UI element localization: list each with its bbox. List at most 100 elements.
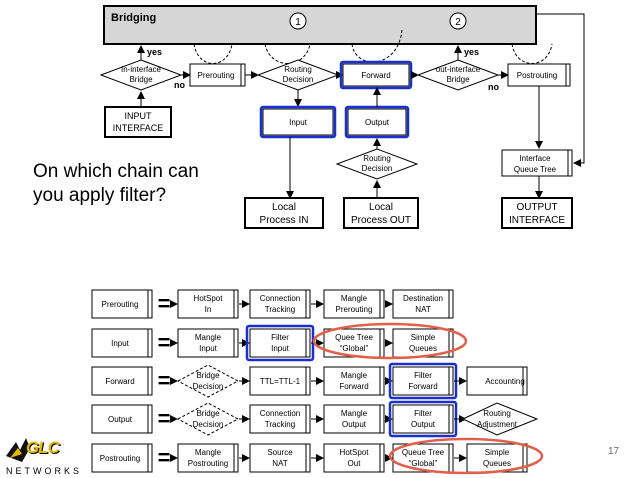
no-label-2: no: [488, 82, 499, 92]
local-process-in-box: [244, 197, 324, 229]
chain-label-input: Input: [111, 339, 130, 348]
chain-item-3-4-line1: Routing: [483, 409, 511, 418]
equals-sign: =: [158, 330, 171, 355]
input-box: [262, 108, 334, 136]
chain-label-prerouting: Prerouting: [102, 300, 139, 309]
local-process-out-label-1: Local: [369, 202, 393, 213]
input-interface-box: [104, 106, 172, 138]
output-box: [347, 108, 407, 136]
routing-decision-lower-label-2: Decision: [362, 164, 393, 173]
chain-item-4-0-line2: Postrouting: [188, 459, 228, 468]
routing-decision-label-2: Decision: [283, 75, 314, 84]
chain-diamond-3-4: [461, 402, 539, 436]
output-interface-label-1: OUTPUT: [516, 202, 557, 213]
chain-label-output: Output: [108, 415, 133, 424]
local-process-in-label-2: Process IN: [260, 215, 309, 226]
chain-box-0-2: [323, 289, 385, 319]
chain-box-4-2: [323, 443, 385, 473]
chain-item-3-0-line2: Decision: [193, 420, 224, 429]
chain-item-1-2-line2: “Global”: [340, 344, 369, 353]
routing-decision-lower-label-1: Routing: [363, 154, 391, 163]
chain-item-1-2-line1: Quee Tree: [335, 333, 373, 342]
chain-box-3-1: [249, 404, 311, 434]
chain-item-4-4-line2: Queues: [483, 459, 511, 468]
chain-item-1-1-line1: Filter: [271, 333, 289, 342]
chain-box-2-2: [323, 366, 385, 396]
chain-item-3-2-line2: Output: [342, 420, 367, 429]
chain-box-0-0: [177, 289, 239, 319]
input-interface-label-1: INPUT: [125, 111, 153, 121]
input-interface-label-2: INTERFACE: [113, 123, 164, 133]
forward-box: [342, 63, 410, 87]
chain-box-2-4: [466, 366, 528, 396]
chain-box-2-3: [392, 366, 454, 396]
in-interface-bridge-label-2: Bridge: [129, 75, 153, 84]
output-interface-label-2: INTERFACE: [509, 215, 565, 226]
chain-box-4-1: [249, 443, 311, 473]
chain-item-1-0-line1: Mangle: [195, 333, 222, 342]
chain-item-0-0-line2: In: [205, 305, 212, 314]
chain-item-2-0-line1: Bridge: [196, 371, 220, 380]
no-label-1: no: [174, 80, 185, 90]
chain-item-4-1-line2: NAT: [272, 459, 288, 468]
chain-box-3-3: [392, 404, 454, 434]
chain-item-2-3-line2: Forward: [408, 382, 437, 391]
chain-item-4-4-line1: Simple: [485, 448, 510, 457]
interface-queue-tree-label-2: Queue Tree: [514, 165, 557, 174]
chain-label-box-2: [91, 366, 153, 396]
local-process-in-label-1: Local: [272, 202, 296, 213]
bridging-bypass-line: [536, 13, 585, 167]
chain-diamond-2-0: [176, 364, 240, 398]
chain-box-3-2: [323, 404, 385, 434]
logo-main: GLC: [26, 438, 60, 457]
chain-item-4-1-line1: Source: [267, 448, 293, 457]
chain-table: Prerouting=HotSpotInConnectionTrackingMa…: [91, 289, 539, 473]
chain-item-3-0-line1: Bridge: [196, 409, 220, 418]
in-interface-bridge-label-1: In-interface: [121, 65, 162, 74]
chain-box-4-3: [392, 443, 454, 473]
chain-label-postrouting: Postrouting: [100, 454, 140, 463]
chain-item-3-1-line1: Connection: [260, 409, 300, 418]
bridging-label: Bridging: [111, 12, 156, 24]
chain-item-2-2-line1: Mangle: [341, 371, 368, 380]
chain-item-2-0-line2: Decision: [193, 382, 224, 391]
output-label: Output: [365, 118, 390, 127]
chain-label-box-3: [91, 404, 153, 434]
chain-item-3-4-line2: Adjustment: [477, 420, 518, 429]
in-interface-bridge-diamond: [99, 59, 183, 91]
chain-item-4-2-line2: Out: [348, 459, 362, 468]
chain-item-3-1-line2: Tracking: [265, 420, 295, 429]
step-1-number: 1: [295, 17, 301, 28]
bridging-bar: [103, 5, 537, 45]
chain-box-4-0: [177, 443, 239, 473]
chain-item-4-3-line2: “Global”: [409, 459, 438, 468]
yes-label-2: yes: [464, 47, 479, 57]
output-interface-box: [501, 197, 573, 229]
chain-item-0-2-line2: Prerouting: [336, 305, 373, 314]
chain-box-1-1: [249, 328, 311, 358]
input-highlight: [259, 105, 337, 139]
chain-item-0-1-line2: Tracking: [265, 305, 295, 314]
local-process-out-box: [343, 197, 419, 229]
out-interface-bridge-diamond: [416, 59, 500, 91]
postrouting-label: Postrouting: [517, 71, 557, 80]
chain-diamond-3-0: [176, 402, 240, 436]
routing-decision-lower-diamond: [335, 148, 419, 180]
input-queue-circle: [312, 322, 468, 360]
chain-item-0-0-line1: HotSpot: [194, 294, 224, 303]
question-text: On which chain can you apply filter?: [33, 161, 199, 206]
chain-item-0-3-line2: NAT: [415, 305, 431, 314]
page-number: 17: [608, 446, 620, 457]
local-process-out-label-2: Process OUT: [351, 215, 411, 226]
chain-box-1-0: [177, 328, 239, 358]
equals-sign: =: [158, 291, 171, 316]
chain-item-2-1: TTL=TTL-1: [260, 377, 301, 386]
input-label: Input: [289, 118, 308, 127]
chain-label-forward: Forward: [105, 377, 134, 386]
yes-label-1: yes: [147, 47, 162, 57]
chain-item-2-4: Accounting: [485, 377, 525, 386]
logo-sub: NETWORKS: [6, 466, 83, 476]
equals-sign: =: [158, 445, 171, 470]
postrouting-queue-circle: [388, 437, 544, 475]
glc-logo-icon: [6, 438, 30, 462]
